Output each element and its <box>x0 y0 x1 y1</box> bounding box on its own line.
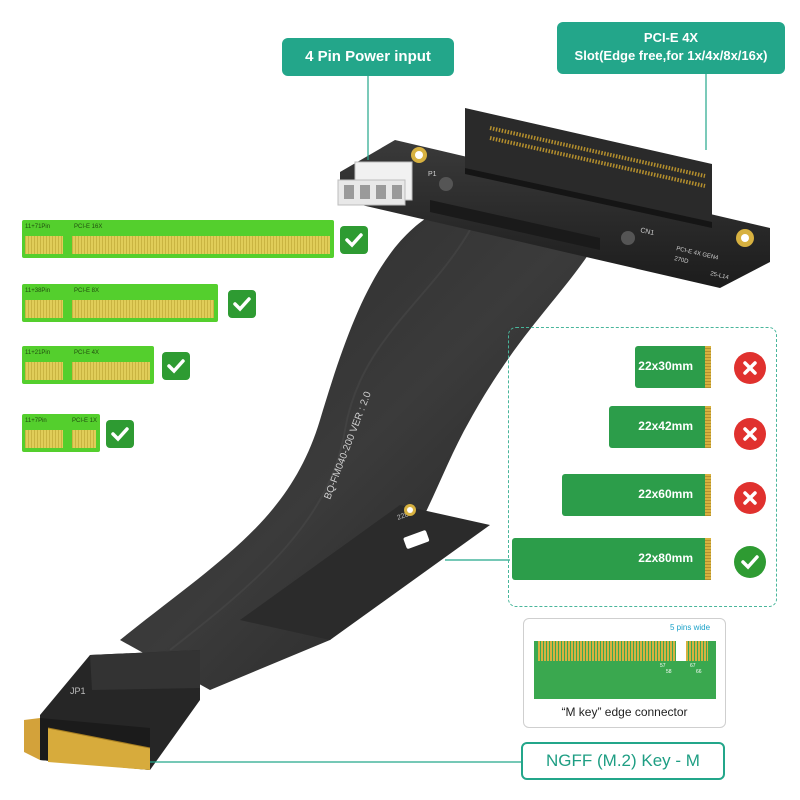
slot-pin-label: 11+21Pin <box>25 350 51 356</box>
slot-callout-line2: Slot(Edge free,for 1x/4x/8x/16x) <box>574 48 768 63</box>
power-input-callout: 4 Pin Power input <box>282 38 454 76</box>
board-capacitor <box>439 177 453 191</box>
leader-lines <box>150 74 707 763</box>
power-mark: P1 <box>428 171 437 178</box>
slot-board-angle: 270D <box>674 256 690 265</box>
ngff-callout: NGFF (M.2) Key - M <box>521 742 725 780</box>
cross-icon <box>734 418 766 450</box>
cross-icon <box>734 482 766 514</box>
check-icon <box>228 290 256 318</box>
m2-label-sticker <box>403 530 430 549</box>
cn-mark: CN1 <box>640 227 655 237</box>
m2-marking-text: JP1 <box>70 686 86 696</box>
m2-card-2280: 22x80mm <box>512 538 711 580</box>
slot-board-code: 25-L14 <box>710 271 730 281</box>
check-icon <box>162 352 190 380</box>
m-key-notch <box>676 633 686 661</box>
check-icon <box>340 226 368 254</box>
m-key-gold-right <box>686 641 708 661</box>
slot-bar-4x: 11+21Pin PCI-E 4X <box>22 346 154 384</box>
slot-pin-label: 11+38Pin <box>25 288 51 294</box>
m2-size-mark: 2280 <box>396 510 413 522</box>
m2-size-label: 22x80mm <box>638 551 693 565</box>
slot-type-label: PCI-E 16X <box>74 224 103 230</box>
m2-size-label: 22x60mm <box>638 487 693 501</box>
m2-card-2260: 22x60mm <box>562 474 711 516</box>
slot-bar-16x: 11+71Pin PCI-E 16X <box>22 220 334 258</box>
pcie-x4-slot <box>465 108 712 222</box>
slot-bar-1x: 11+7Pin PCI-E 1X <box>22 414 100 452</box>
power-connector <box>337 161 413 206</box>
m-key-caption: “M key” edge connector <box>561 705 688 719</box>
m2-size-label: 22x42mm <box>638 419 693 433</box>
slot-callout-line1: PCI-E 4X <box>643 30 699 45</box>
slot-type-label: PCI-E 8X <box>74 288 100 294</box>
slot-pin-label: 11+71Pin <box>25 224 51 230</box>
pin-number: 57 <box>660 663 666 669</box>
m-key-diagram: 5 pins wide 57 58 67 66 “M key” edge con… <box>523 618 726 728</box>
m2-card-2242: 22x42mm <box>609 406 711 448</box>
m2-gold-fingers <box>24 718 151 770</box>
m2-size-label: 22x30mm <box>638 359 693 373</box>
m2-size-panel <box>508 327 777 607</box>
m2-card-2230: 22x30mm <box>635 346 711 388</box>
slot-type-label: PCI-E 4X <box>74 350 100 356</box>
slot-type-label: PCI-E 1X <box>72 418 98 424</box>
pin-number: 66 <box>696 669 702 675</box>
slot-callout: PCI-E 4X Slot(Edge free,for 1x/4x/8x/16x… <box>557 22 785 74</box>
cross-icon <box>734 352 766 384</box>
pin-number: 67 <box>690 663 696 669</box>
check-icon <box>734 546 766 578</box>
slot-bar-8x: 11+38Pin PCI-E 8X <box>22 284 218 322</box>
pin-number: 58 <box>666 669 672 675</box>
m-key-gold-left <box>538 641 676 661</box>
check-icon <box>106 420 134 448</box>
ribbon-cable <box>120 210 598 690</box>
riser-board <box>340 140 770 288</box>
pins-wide-label: 5 pins wide <box>670 623 711 632</box>
slot-pin-label: 11+7Pin <box>25 418 47 424</box>
